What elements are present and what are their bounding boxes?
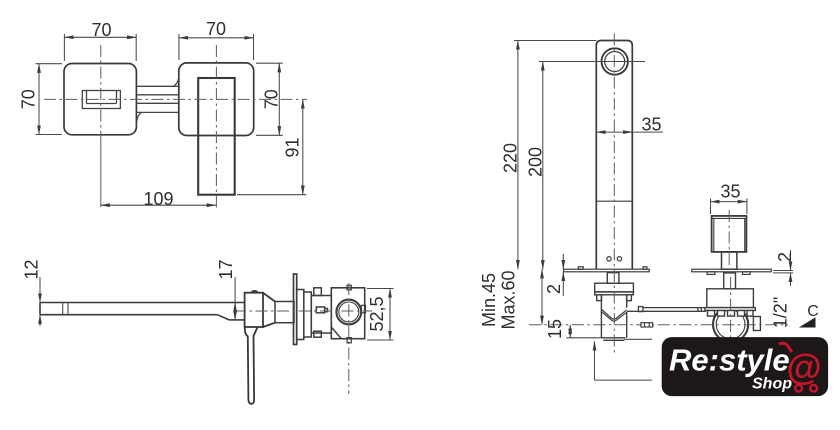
- svg-text:2: 2: [544, 284, 564, 294]
- svg-text:2: 2: [775, 252, 795, 262]
- svg-text:70: 70: [262, 89, 282, 109]
- svg-text:Min.45: Min.45: [479, 273, 499, 327]
- svg-text:Re:style: Re:style: [669, 343, 790, 378]
- svg-text:52,5: 52,5: [367, 296, 387, 331]
- svg-text:1/2": 1/2": [771, 297, 791, 328]
- svg-text:17: 17: [216, 259, 236, 279]
- svg-text:91: 91: [283, 137, 303, 157]
- svg-text:Shop: Shop: [752, 376, 792, 393]
- svg-text:C: C: [807, 303, 819, 320]
- svg-text:35: 35: [720, 182, 740, 202]
- svg-text:70: 70: [19, 89, 39, 109]
- svg-text:@: @: [787, 347, 822, 388]
- svg-text:220: 220: [501, 143, 521, 173]
- svg-text:35: 35: [641, 115, 661, 135]
- svg-text:70: 70: [91, 20, 111, 40]
- svg-text:Max.60: Max.60: [499, 270, 519, 329]
- svg-text:200: 200: [526, 147, 546, 177]
- svg-text:70: 70: [206, 19, 226, 39]
- svg-text:15: 15: [545, 319, 565, 339]
- svg-text:109: 109: [143, 189, 173, 209]
- svg-text:12: 12: [22, 259, 42, 279]
